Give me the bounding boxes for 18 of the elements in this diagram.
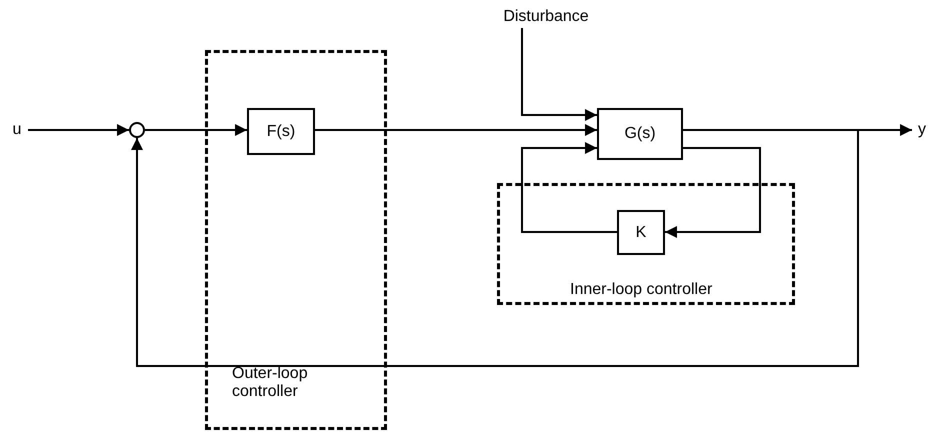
group-label: Inner-loop controller	[570, 281, 714, 299]
dashed-boundary	[497, 183, 795, 305]
summing-junction	[129, 122, 145, 138]
block: G(s)	[597, 108, 683, 160]
signal-arrow	[28, 124, 129, 136]
signal-label: Disturbance	[503, 8, 589, 26]
dashed-boundary	[205, 50, 387, 430]
group-label: Outer-loop controller	[232, 365, 309, 401]
signal-arrow	[665, 147, 761, 238]
signal-arrow	[145, 124, 247, 136]
signal-arrow	[131, 129, 859, 367]
signal-arrow	[315, 124, 597, 136]
signal-label: y	[918, 121, 926, 139]
signal-arrow	[521, 142, 617, 233]
block: K	[617, 210, 665, 255]
block: F(s)	[247, 108, 315, 155]
signal-label: u	[12, 121, 22, 139]
signal-arrow	[521, 28, 597, 121]
